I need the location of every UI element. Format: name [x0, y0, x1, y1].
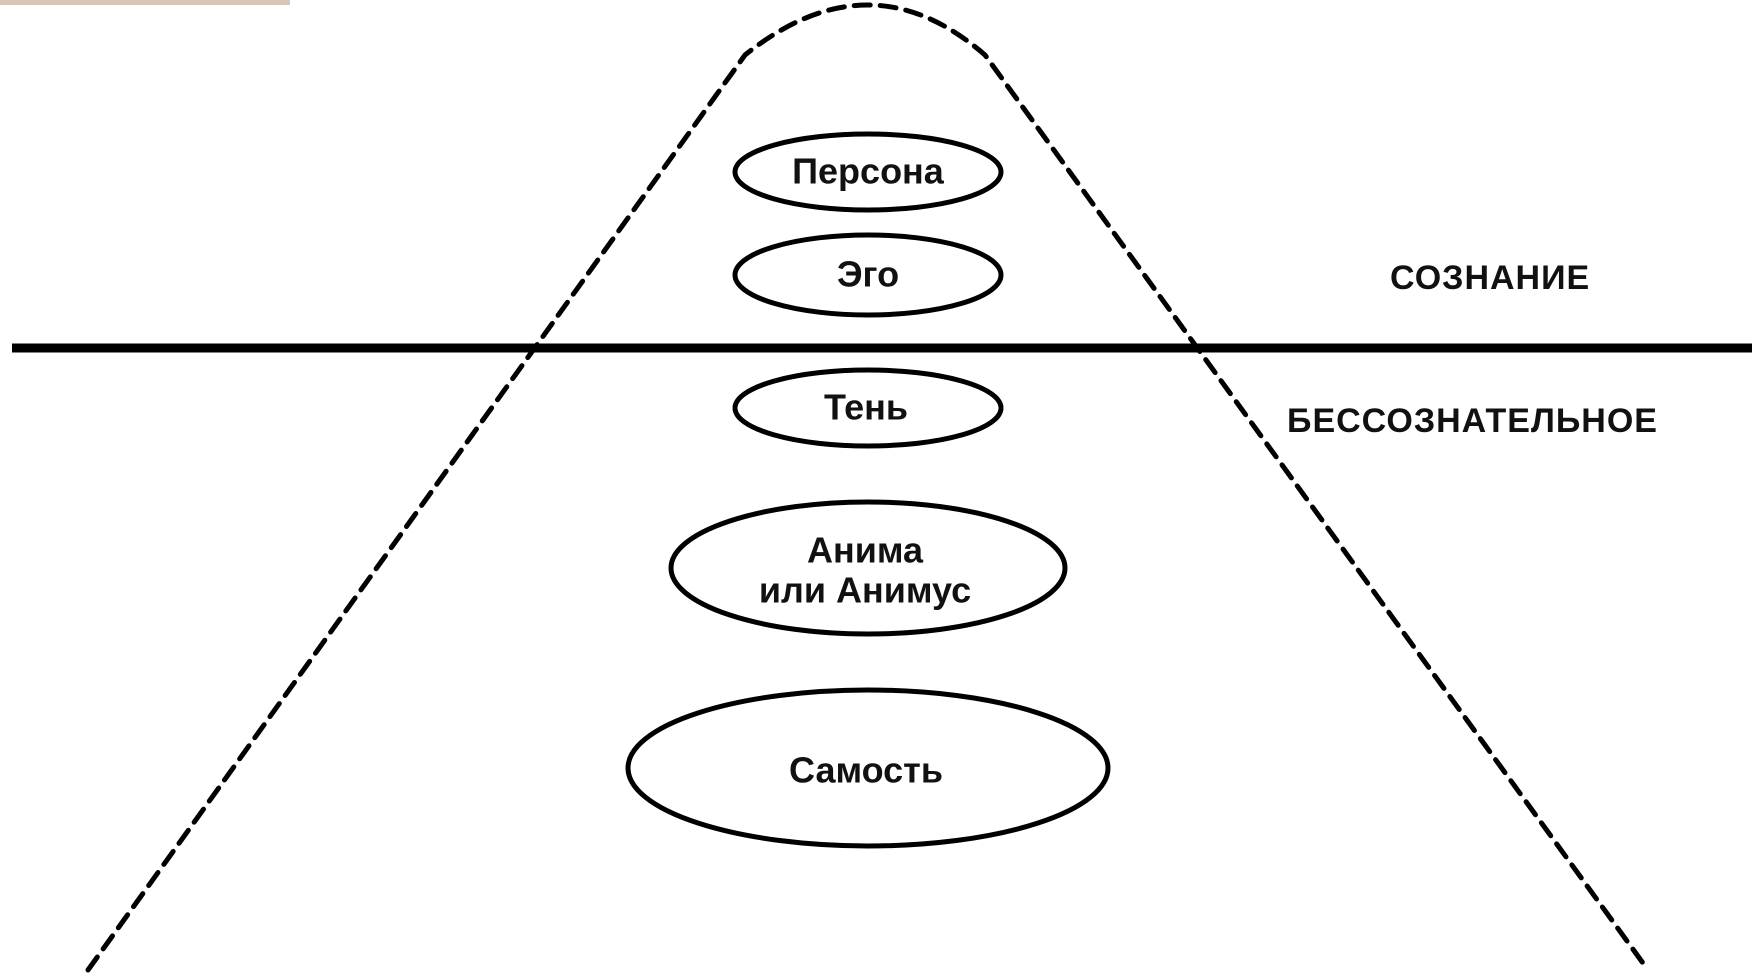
anima-label-line-1: Анима: [807, 530, 924, 571]
persona-node: Персона: [732, 131, 1004, 213]
ego-label: Эго: [837, 254, 899, 295]
shadow-node: Тень: [732, 367, 1004, 449]
unconscious-zone-label: БЕССОЗНАТЕЛЬНОЕ: [1287, 402, 1658, 440]
self-ellipse: [625, 687, 1111, 849]
ego-node: Эго: [732, 232, 1004, 318]
self-node: Самость: [625, 687, 1111, 849]
shadow-ellipse: [732, 367, 1004, 449]
shadow-label: Тень: [824, 387, 908, 428]
anima-animus-node: Анима или Анимус: [668, 499, 1068, 637]
dashed-mountain-outline: [85, 2, 1651, 973]
conscious-zone-label: СОЗНАНИЕ: [1390, 259, 1590, 297]
corner-strip: [0, 0, 290, 5]
anima-animus-ellipse: [668, 499, 1068, 637]
anima-label-line-2: или Анимус: [759, 570, 971, 611]
ego-ellipse: [732, 232, 1004, 318]
persona-label: Персона: [792, 151, 945, 192]
persona-ellipse: [732, 131, 1004, 213]
self-label: Самость: [789, 750, 943, 791]
